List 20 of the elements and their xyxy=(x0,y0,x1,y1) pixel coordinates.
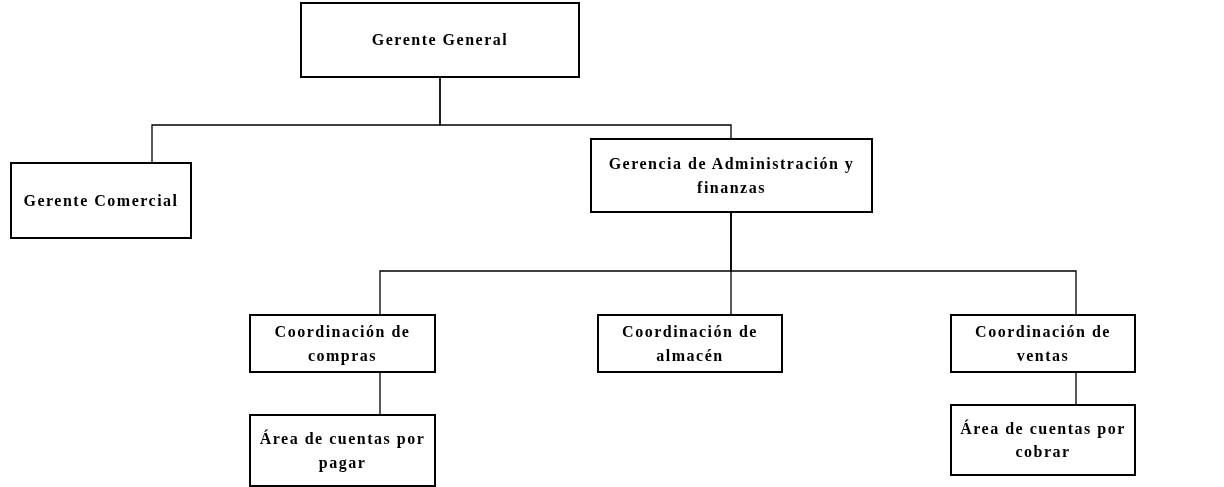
box-label: Área de cuentas por pagar xyxy=(258,428,427,474)
org-box xyxy=(249,314,436,373)
box-label: Coordinación de ventas xyxy=(974,322,1112,366)
connector-line xyxy=(730,212,1077,315)
box-label: Coordinación de almacén xyxy=(621,322,759,366)
box-label: Área de cuentas por cobrar xyxy=(959,418,1127,462)
org-box xyxy=(950,404,1136,476)
org-box xyxy=(249,414,436,487)
box-label: Gerente Comercial xyxy=(23,190,179,211)
connector-line xyxy=(379,372,381,415)
org-box xyxy=(10,162,192,239)
box-label: Gerente General xyxy=(371,30,509,51)
box-label: Coordinación de compras xyxy=(273,322,412,367)
org-box xyxy=(590,138,873,213)
org-box xyxy=(597,314,783,373)
org-box xyxy=(950,314,1136,373)
connector-line xyxy=(1075,372,1077,405)
connector-line xyxy=(439,77,732,139)
box-label: Gerencia de Administración y finanzas xyxy=(607,154,856,198)
org-box xyxy=(300,2,580,78)
